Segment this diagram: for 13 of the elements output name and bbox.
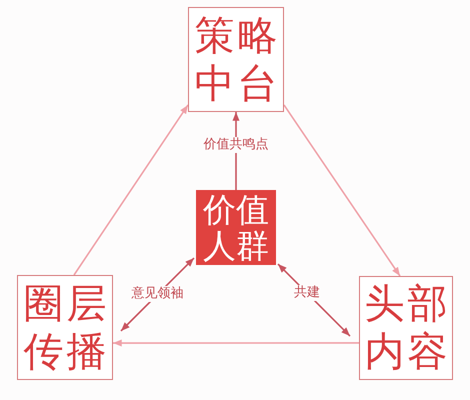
arrow	[283, 104, 401, 276]
edge-label: 共建	[292, 284, 322, 301]
box-label: 圈层传播	[22, 280, 110, 376]
edge-label: 价值共鸣点	[202, 136, 270, 153]
box-label: 策略中台	[194, 12, 282, 108]
box-label: 头部内容	[364, 280, 452, 376]
concept-box	[17, 275, 113, 380]
edge-label: 意见领袖	[129, 286, 186, 302]
arrow	[73, 104, 189, 276]
box-label: 价值人群	[202, 192, 270, 264]
concept-box	[188, 7, 284, 112]
arrow	[113, 340, 359, 347]
highlight-box	[196, 190, 276, 265]
